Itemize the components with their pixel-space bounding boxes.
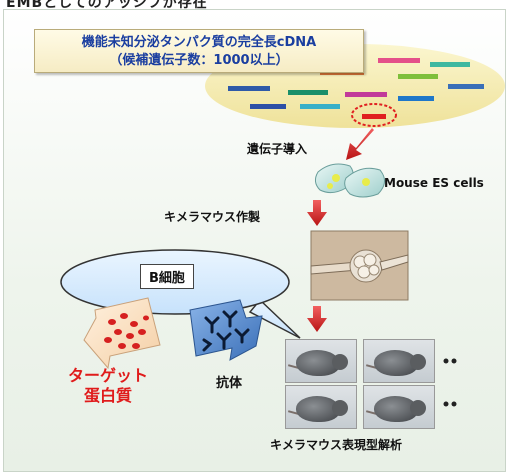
selected-gene-highlight	[351, 103, 397, 127]
antibody-symbols	[202, 310, 250, 352]
b-cell-tail	[248, 298, 301, 339]
chimera-mouse-image-3	[285, 385, 357, 429]
cdna-title-line2: （候補遺伝子数：1000以上）	[109, 53, 289, 68]
arrow-to-mice	[307, 306, 327, 332]
antibody-arrow	[189, 299, 263, 361]
es-cells	[314, 163, 385, 198]
label-chimera-production: キメラマウス作製	[164, 210, 261, 224]
protein-dots	[104, 313, 149, 349]
chimera-mouse-image-2	[363, 339, 435, 383]
arrow-gene-transfer	[346, 128, 374, 160]
grid-ellipsis-dots	[443, 358, 457, 407]
cdna-title-line1: 機能未知分泌タンパク質の完全長cDNA	[81, 35, 317, 50]
arrow-chimera-production	[307, 200, 327, 226]
label-b-cell: B細胞	[140, 264, 194, 289]
label-es-cells: Mouse ES cells	[384, 176, 484, 190]
label-phenotype-analysis: キメラマウス表現型解析	[270, 438, 403, 452]
label-target-protein-line2: 蛋白質	[84, 386, 133, 405]
label-antibody: 抗体	[216, 376, 243, 391]
microinjection-image	[310, 230, 409, 301]
chimera-mouse-image-4	[363, 385, 435, 429]
label-target-protein-line1: ターゲット	[68, 366, 149, 385]
label-target-protein: ターゲット 蛋白質	[68, 366, 148, 406]
cdna-title-box: 機能未知分泌タンパク質の完全長cDNA （候補遺伝子数：1000以上）	[34, 29, 364, 73]
header-title-partial: EMBとしてのアッシブが存在	[6, 0, 208, 11]
chimera-mouse-image-1	[285, 339, 357, 383]
target-protein-arrow	[83, 297, 161, 370]
label-gene-transfer: 遺伝子導入	[247, 142, 308, 156]
